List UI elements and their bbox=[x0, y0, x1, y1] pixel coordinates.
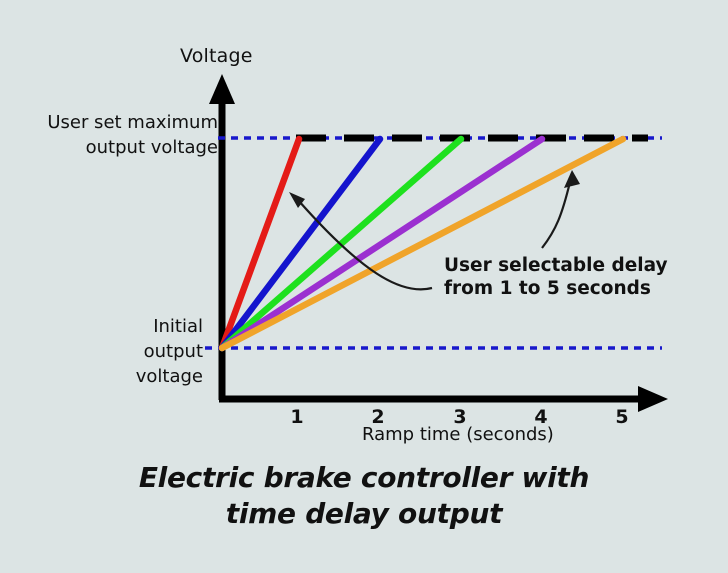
annotation-arrow-to-orange-line bbox=[541, 181, 572, 249]
x-tick-label-3: 3 bbox=[453, 406, 467, 428]
ramp-line-3s bbox=[218, 135, 465, 352]
annotation-line2: from 1 to 5 seconds bbox=[444, 278, 651, 299]
initial-voltage-label-line2: output bbox=[143, 341, 203, 362]
ramp-line-5s bbox=[218, 135, 627, 352]
annotation-arrowhead-orange bbox=[564, 170, 580, 188]
initial-voltage-label-line3: voltage bbox=[135, 366, 203, 387]
chart-title-line2: time delay output bbox=[225, 497, 503, 530]
x-axis-title: Ramp time (seconds) bbox=[362, 424, 554, 445]
x-tick-label-2: 2 bbox=[371, 406, 385, 428]
initial-voltage-label: Initial output voltage bbox=[95, 314, 203, 389]
y-axis-arrowhead bbox=[209, 74, 235, 104]
annotation-arrowhead-red bbox=[289, 192, 305, 208]
y-axis-title: Voltage bbox=[180, 45, 253, 67]
max-voltage-label-line1: User set maximum bbox=[47, 112, 218, 133]
chart-title-line1: Electric brake controller with bbox=[138, 461, 590, 494]
ramp-line-4s bbox=[218, 135, 546, 352]
annotation-arrow-to-red-line bbox=[297, 199, 433, 291]
max-voltage-label-line2: output voltage bbox=[85, 137, 218, 158]
x-tick-label-4: 4 bbox=[534, 406, 548, 428]
x-axis-arrowhead bbox=[638, 386, 668, 412]
x-tick-label-1: 1 bbox=[290, 406, 304, 428]
max-voltage-label: User set maximum output voltage bbox=[40, 110, 218, 160]
initial-voltage-label-line1: Initial bbox=[153, 316, 203, 337]
annotation-line1: User selectable delay bbox=[444, 255, 668, 276]
ramp-line-1s bbox=[218, 135, 303, 352]
ramp-line-2s bbox=[218, 135, 384, 352]
x-tick-label-5: 5 bbox=[615, 406, 629, 428]
